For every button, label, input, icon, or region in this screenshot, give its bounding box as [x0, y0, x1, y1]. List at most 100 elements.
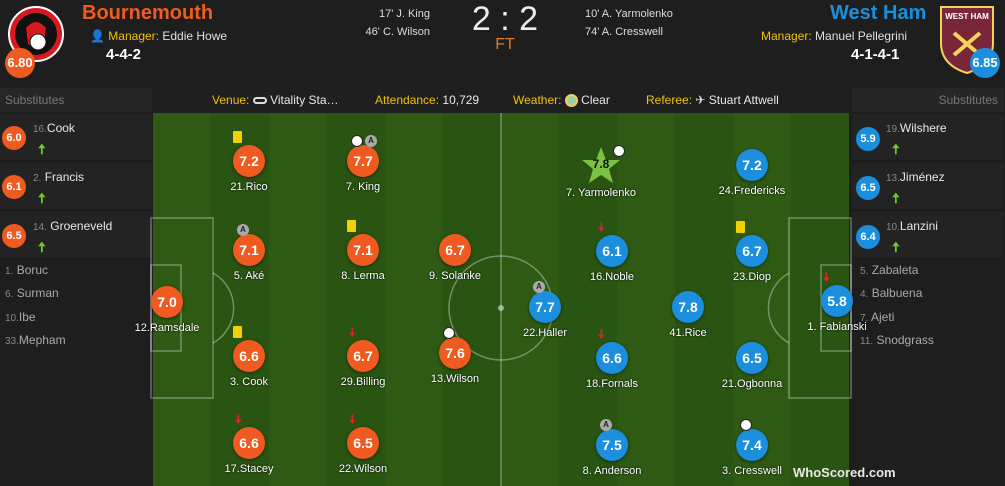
home-bench-player[interactable]: 1. Boruc [5, 263, 49, 277]
player-rating: 6.7 [347, 340, 379, 372]
home-manager-name[interactable]: Eddie Howe [162, 29, 228, 43]
home-bench-player[interactable]: 10.Ibe [5, 310, 36, 324]
player-rating: 6.6 [596, 342, 628, 374]
player-name: 8. Anderson [582, 465, 642, 477]
assist-icon: A [600, 419, 612, 431]
sun-icon [564, 94, 578, 108]
bournemouth-crest-icon [8, 6, 64, 62]
home-sub-row[interactable]: 6.1 2. Francis 🠅 [0, 163, 152, 210]
player-rating: 7.2 [233, 145, 265, 177]
player-name: 23.Diop [733, 271, 771, 283]
player-name: 41.Rice [669, 327, 707, 339]
sub-on-arrow-icon: 🠅 [892, 239, 900, 255]
away-team-rating: 6.85 [970, 48, 1000, 78]
assist-icon: A [533, 281, 545, 293]
player-name: 29.Billing [340, 376, 386, 388]
player-rating: 7.2 [736, 149, 768, 181]
yellow-card-icon [736, 221, 745, 233]
player-rating: 5.8 [821, 285, 853, 317]
player-rating: 6.7 [736, 235, 768, 267]
goal-ball-icon [351, 135, 363, 147]
subbed-off-arrow-icon: 🠇 [598, 220, 605, 234]
home-manager-label: Manager: [108, 29, 159, 43]
svg-text:WEST HAM: WEST HAM [945, 12, 989, 21]
sub-rating: 6.0 [2, 126, 26, 150]
away-manager-name[interactable]: Manuel Pellegrini [815, 29, 908, 43]
player-rating: 7.6 [439, 337, 471, 369]
player-rating: 7.8 [672, 291, 704, 323]
weather-info: Weather: Clear [513, 93, 610, 108]
player-name: 17.Stacey [224, 463, 274, 475]
attendance-info: Attendance: 10,729 [375, 93, 480, 107]
scoreline: 2 : 2 [460, 0, 550, 39]
player-name: 22.Haller [522, 327, 568, 339]
venue-info: Venue: Vitality Sta… [212, 93, 339, 107]
player-name: 3. Cook [230, 376, 268, 388]
yellow-card-icon [233, 131, 242, 143]
away-substitutes-panel: Substitutes 5.9 19.Wilshere 🠅 6.5 13.Jim… [852, 88, 1004, 486]
away-manager-label: Manager: [761, 29, 812, 43]
home-substitutes-title: Substitutes [0, 88, 152, 112]
home-bench-player[interactable]: 33.Mepham [5, 333, 66, 347]
player-rating: 7.5 [596, 429, 628, 461]
yellow-card-icon [233, 326, 242, 338]
player-name: 24.Fredericks [718, 185, 786, 197]
referee-info: Referee: ✈ Stuart Attwell [646, 93, 779, 107]
sub-rating: 6.1 [2, 175, 26, 199]
player-rating: 7.0 [151, 286, 183, 318]
home-sub-row[interactable]: 6.5 14. Groeneveld 🠅 [0, 212, 152, 259]
away-goal-1: 10' A. Yarmolenko [585, 8, 673, 20]
player-rating: 6.7 [439, 234, 471, 266]
player-name: 21.Rico [230, 181, 268, 193]
goal-ball-icon [443, 327, 455, 339]
goal-ball-icon [613, 145, 625, 157]
player-name: 7. King [345, 181, 381, 193]
player-rating: 7.1 [347, 234, 379, 266]
away-team-name[interactable]: West Ham [830, 2, 927, 24]
sub-rating: 6.5 [2, 224, 26, 248]
away-sub-row[interactable]: 6.5 13.Jiménez 🠅 [852, 163, 1004, 210]
player-rating: 7.7 [529, 291, 561, 323]
sub-player-name: 10.Lanzini [886, 219, 938, 233]
player-name: 13.Wilson [430, 373, 480, 385]
home-score: 2 [471, 0, 491, 38]
player-rating: 7.4 [736, 429, 768, 461]
sub-on-arrow-icon: 🠅 [38, 141, 46, 157]
sub-player-name: 19.Wilshere [886, 121, 947, 135]
manager-icon: 👤 [90, 29, 105, 43]
player-rating: 6.6 [233, 427, 265, 459]
away-bench-player[interactable]: 4. Balbuena [860, 286, 923, 300]
sub-on-arrow-icon: 🠅 [38, 239, 46, 255]
player-rating: 7.7 [347, 145, 379, 177]
player-name: 22.Wilson [338, 463, 388, 475]
home-formation: 4-4-2 [106, 46, 142, 63]
player-name: 5. Aké [233, 270, 265, 282]
whoscored-watermark: WhoScored.com [793, 465, 896, 480]
subbed-off-arrow-icon: 🠇 [349, 325, 356, 339]
player-name: 16.Noble [589, 271, 635, 283]
away-bench-player[interactable]: 5. Zabaleta [860, 263, 919, 277]
home-bench-player[interactable]: 6. Surman [5, 286, 59, 300]
sub-player-name: 13.Jiménez [886, 170, 945, 184]
away-sub-row[interactable]: 5.9 19.Wilshere 🠅 [852, 114, 1004, 161]
sub-player-name: 2. Francis [33, 170, 85, 184]
player-rating: 6.5 [736, 342, 768, 374]
player-rating: 7.1 [233, 234, 265, 266]
player-name: 21.Ogbonna [721, 378, 783, 390]
stadium-icon [252, 97, 267, 105]
away-goal-2: 74' A. Cresswell [585, 26, 663, 38]
player-rating: 6.1 [596, 235, 628, 267]
away-sub-row[interactable]: 6.4 10.Lanzini 🠅 [852, 212, 1004, 259]
home-sub-row[interactable]: 6.0 16.Cook 🠅 [0, 114, 152, 161]
home-team-name[interactable]: Bournemouth [82, 2, 214, 24]
player-name: 12.Ramsdale [134, 322, 200, 334]
sub-rating: 5.9 [856, 127, 880, 151]
subbed-off-arrow-icon: 🠇 [823, 270, 830, 284]
away-bench-player[interactable]: 11. Snodgrass [860, 333, 934, 347]
home-substitutes-panel: Substitutes 6.0 16.Cook 🠅 6.1 2. Francis… [0, 88, 152, 486]
away-manager: Manager: Manuel Pellegrini [761, 29, 907, 43]
player-rating: 6.5 [347, 427, 379, 459]
sub-player-name: 16.Cook [33, 121, 75, 135]
away-bench-player[interactable]: 7. Ajeti [860, 310, 895, 324]
sub-player-name: 14. Groeneveld [33, 219, 113, 233]
